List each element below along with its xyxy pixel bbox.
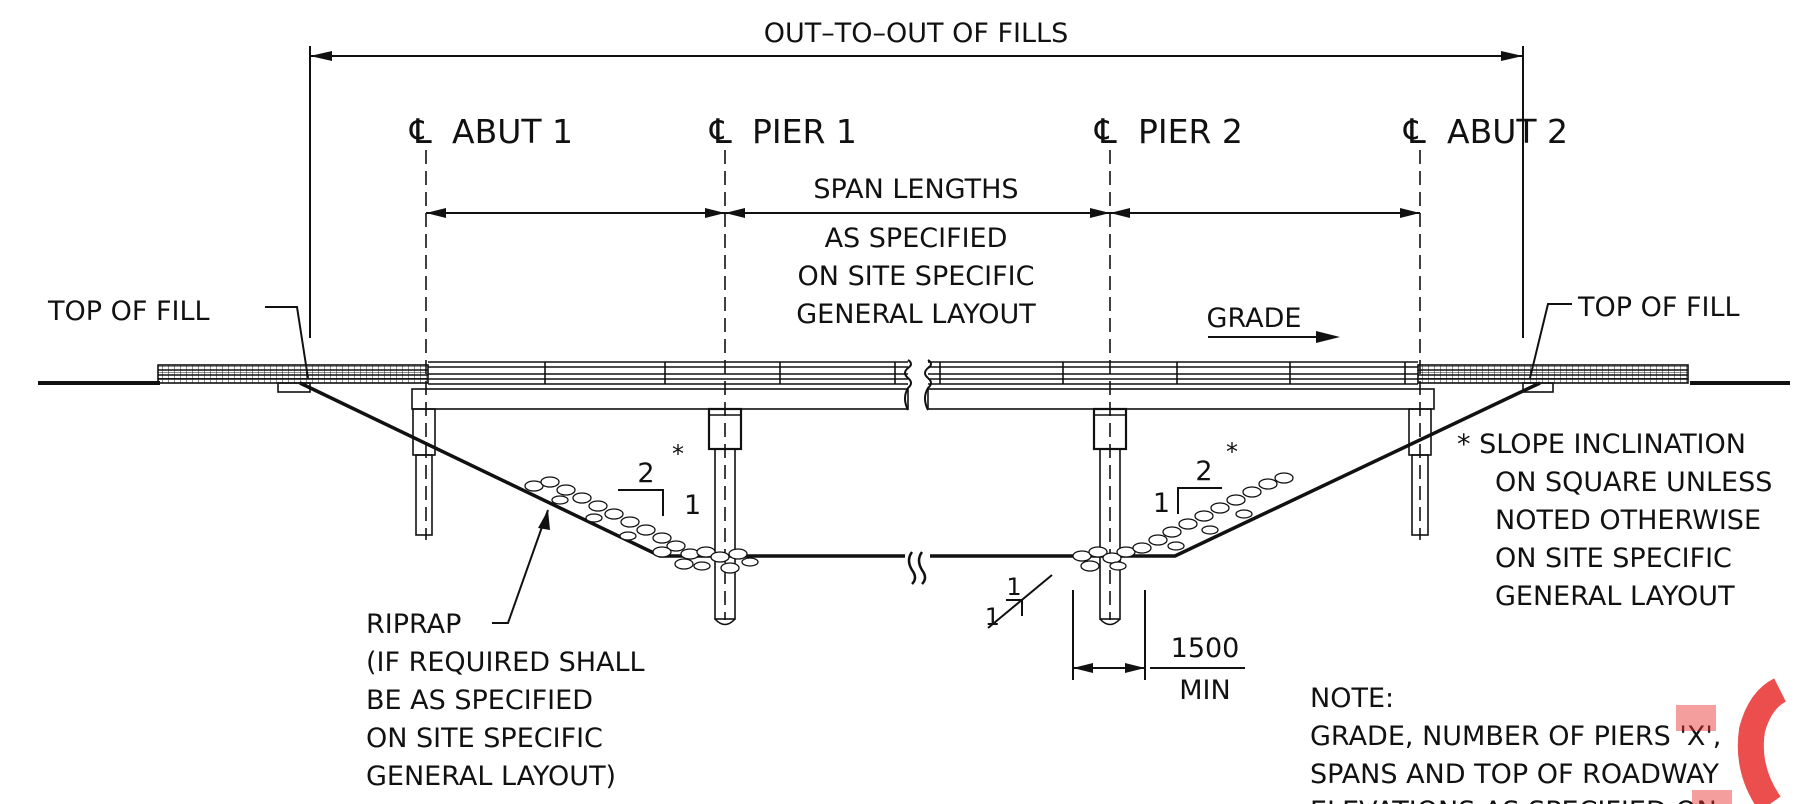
slope-note-line: ON SITE SPECIFIC — [1495, 543, 1732, 574]
slope-right-rise: 1 — [1153, 488, 1170, 519]
slope-left-rise: 1 — [684, 490, 701, 521]
slope-right-run: 2 — [1195, 456, 1212, 487]
centerline-label-pier-1: PIER 1 — [752, 112, 857, 151]
riprap-note-line: ON SITE SPECIFIC — [366, 723, 603, 754]
centerline-symbol: ℄ — [1094, 112, 1117, 152]
min-dimension — [1072, 590, 1146, 680]
riprap-note-line: RIPRAP — [366, 609, 461, 640]
centerline-symbol: ℄ — [1403, 112, 1426, 152]
slope-note-line: ON SQUARE UNLESS — [1495, 467, 1772, 498]
slope-left-star: * — [672, 440, 684, 468]
note-line: GRADE, NUMBER OF PIERS 'X', — [1310, 721, 1721, 752]
pier-1 — [707, 407, 743, 626]
riprap-note-line: (IF REQUIRED SHALL — [366, 647, 645, 678]
centerline-symbol: ℄ — [409, 112, 432, 152]
riprap-note-line: BE AS SPECIFIED — [366, 685, 593, 716]
riprap-left — [524, 476, 759, 574]
top-of-fill-left-label: TOP OF FILL — [47, 296, 210, 327]
general-note: NOTE: GRADE, NUMBER OF PIERS 'X', SPANS … — [1310, 683, 1721, 804]
slope-note-line: NOTED OTHERWISE — [1495, 505, 1761, 536]
out-to-out-dimension — [309, 46, 1524, 338]
top-of-fill-right-label: TOP OF FILL — [1577, 292, 1740, 323]
slope-left-run: 2 — [637, 458, 654, 489]
riprap-right — [1072, 472, 1294, 572]
span-note-line: ON SITE SPECIFIC — [798, 261, 1035, 292]
slope-indicator-left: 2 * 1 — [618, 440, 701, 521]
out-to-out-title: OUT–TO–OUT OF FILLS — [764, 18, 1068, 49]
span-dimension-line — [426, 208, 1420, 218]
note-line: SPANS AND TOP OF ROADWAY — [1310, 759, 1719, 790]
slope-small-rise: 1 — [985, 603, 1000, 631]
red-stamp-mark — [1676, 678, 1787, 804]
slope-inclination-note: * SLOPE INCLINATION ON SQUARE UNLESS NOT… — [1457, 429, 1772, 612]
slope-note-line: GENERAL LAYOUT — [1495, 581, 1735, 612]
bridge-deck-right — [927, 361, 1435, 410]
channel-break-mark — [907, 551, 927, 585]
span-lengths-label: SPAN LENGTHS — [813, 174, 1018, 205]
grade-arrow — [1208, 331, 1340, 343]
centerline-abut-2: ℄ ABUT 2 — [1403, 112, 1568, 540]
deck-break-mark — [904, 359, 932, 411]
slope-indicator-right: 2 * 1 — [1153, 438, 1238, 519]
riprap-note: RIPRAP (IF REQUIRED SHALL BE AS SPECIFIE… — [366, 609, 645, 792]
riprap-note-line: GENERAL LAYOUT) — [366, 761, 616, 792]
slope-right-star: * — [1226, 438, 1238, 466]
riprap-leader — [492, 509, 550, 624]
slope-note-line: * SLOPE INCLINATION — [1457, 429, 1746, 460]
approach-slab-right — [1417, 364, 1689, 384]
approach-slab-left — [157, 364, 429, 384]
min-dimension-value: 1500 — [1171, 633, 1240, 664]
grade-label: GRADE — [1207, 303, 1302, 334]
top-of-fill-left-leader — [265, 306, 309, 379]
span-note-line: AS SPECIFIED — [825, 223, 1008, 254]
abutment-1 — [412, 408, 436, 536]
slope-indicator-small: 1 1 — [985, 573, 1053, 631]
min-dimension-label: MIN — [1179, 675, 1230, 706]
note-heading: NOTE: — [1310, 683, 1394, 714]
bridge-deck-left — [411, 361, 909, 410]
centerline-symbol: ℄ — [709, 112, 732, 152]
centerline-label-pier-2: PIER 2 — [1138, 112, 1243, 151]
centerline-label-abut-1: ABUT 1 — [452, 112, 573, 151]
pier-2 — [1092, 407, 1128, 626]
top-of-fill-right-leader — [1529, 303, 1572, 379]
centerline-label-abut-2: ABUT 2 — [1447, 112, 1568, 151]
centerline-abut-1: ℄ ABUT 1 — [409, 112, 573, 540]
note-line: ELEVATIONS AS SPECIFIED ON — [1310, 796, 1717, 804]
centerline-pier-1: ℄ PIER 1 — [709, 112, 857, 620]
abutment-2 — [1408, 408, 1432, 536]
centerline-pier-2: ℄ PIER 2 — [1094, 112, 1243, 620]
slope-small-run: 1 — [1006, 573, 1021, 601]
span-note-line: GENERAL LAYOUT — [796, 299, 1036, 330]
